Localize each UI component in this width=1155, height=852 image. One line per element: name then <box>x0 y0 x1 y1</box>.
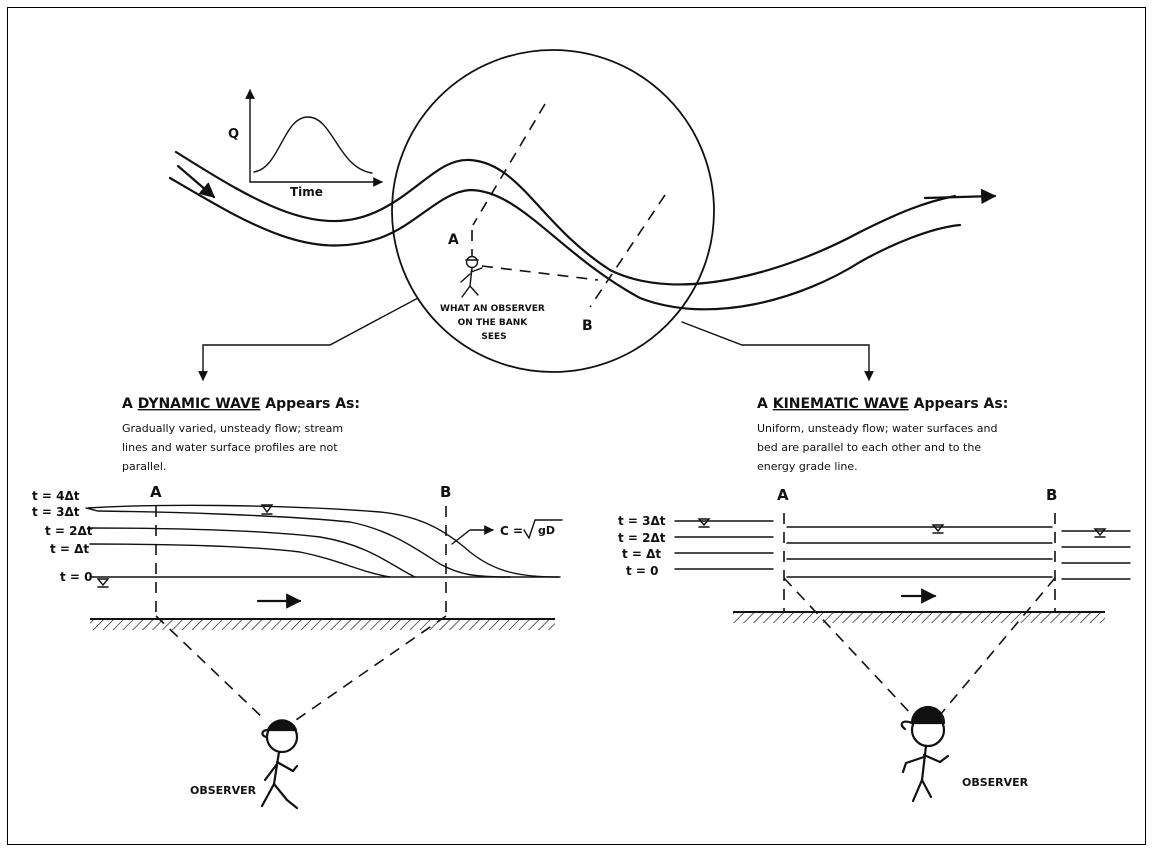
kinematic-time-label-1: t = Δt <box>622 547 661 561</box>
figure-frame <box>7 7 1146 845</box>
outflow-arrow <box>923 188 997 205</box>
kinematic-section-a-label: A <box>777 486 789 504</box>
inflow-arrow <box>176 164 216 199</box>
dynamic-section-a-label: A <box>150 483 162 501</box>
dynamic-sightline-b <box>295 615 447 721</box>
hydrograph-x-label: Time <box>290 185 323 199</box>
celerity-label: C = <box>500 524 523 538</box>
kinematic-description-line-1: Uniform, unsteady flow; water surfaces a… <box>757 422 997 435</box>
celerity-radical <box>523 519 563 540</box>
kinematic-observer-figure <box>900 705 950 803</box>
observer-caption-line-3: SEES <box>481 332 506 342</box>
leader-to-dynamic <box>198 297 419 381</box>
celerity-arrow <box>451 525 494 545</box>
dynamic-description-line-1: Gradually varied, unsteady flow; stream <box>122 422 343 435</box>
dynamic-observer-figure <box>260 719 299 810</box>
dynamic-description-line-2: lines and water surface profiles are not <box>122 441 338 454</box>
river-bank-south <box>168 176 962 311</box>
dynamic-title-key: DYNAMIC WAVE <box>138 396 261 412</box>
kinematic-observer-label: OBSERVER <box>962 776 1029 789</box>
dynamic-profile-1 <box>89 543 391 578</box>
dynamic-profile-4 <box>87 504 559 578</box>
dynamic-observer-label: OBSERVER <box>190 784 257 797</box>
observer-caption: WHAT AN OBSERVER ON THE BANK SEES <box>440 304 548 342</box>
dynamic-time-label-3: t = 3Δt <box>32 505 80 519</box>
river-channel <box>168 150 997 311</box>
dynamic-title-suffix: Appears As: <box>260 396 360 412</box>
kinematic-section-b-label: B <box>1046 486 1057 504</box>
kinematic-sightline-a <box>783 577 913 716</box>
kinematic-time-label-3: t = 3Δt <box>618 514 666 528</box>
kinematic-wave-panel: A KINEMATIC WAVE Appears As: Uniform, un… <box>618 396 1131 803</box>
kinematic-sightline-b <box>939 577 1056 716</box>
dynamic-section-b-label: B <box>440 483 451 501</box>
dynamic-profile-2 <box>87 527 416 578</box>
dynamic-title-prefix: A <box>122 396 138 412</box>
point-b-label: B <box>582 318 593 334</box>
section-line-b <box>589 194 666 308</box>
dynamic-time-label-0: t = 0 <box>60 570 93 584</box>
kinematic-title: A KINEMATIC WAVE Appears As: <box>757 396 1008 412</box>
small-observer-figure <box>460 255 483 298</box>
dynamic-sightline-a <box>155 615 266 721</box>
river-bank-north <box>174 150 957 286</box>
dynamic-description-line-3: parallel. <box>122 460 166 473</box>
kinematic-surfaces <box>674 520 1131 580</box>
kinematic-water-surface-symbols <box>697 518 1107 538</box>
section-line-a <box>472 103 546 226</box>
kinematic-description-line-3: energy grade line. <box>757 460 858 473</box>
observation-circle: A B WHAT AN OBSERVER ON THE BANK SEES <box>391 49 715 373</box>
celerity-radicand: gD <box>538 524 555 537</box>
dynamic-bed-hatch <box>90 620 555 630</box>
kinematic-time-label-2: t = 2Δt <box>618 531 666 545</box>
kinematic-bed-hatch <box>733 613 1105 623</box>
hydrograph: Q Time <box>228 89 383 199</box>
dynamic-description: Gradually varied, unsteady flow; stream … <box>122 422 347 473</box>
zoom-circle <box>391 49 715 373</box>
leader-to-kinematic <box>681 321 874 381</box>
dynamic-time-label-4: t = 4Δt <box>32 489 80 503</box>
point-a-label: A <box>448 232 459 248</box>
kinematic-description: Uniform, unsteady flow; water surfaces a… <box>757 422 1001 473</box>
dynamic-title: A DYNAMIC WAVE Appears As: <box>122 396 360 412</box>
kinematic-title-suffix: Appears As: <box>909 396 1009 412</box>
kinematic-description-line-2: bed are parallel to each other and to th… <box>757 441 981 454</box>
dynamic-time-label-2: t = 2Δt <box>45 524 93 538</box>
kinematic-title-prefix: A <box>757 396 773 412</box>
water-surface-symbol <box>96 504 274 588</box>
hydrograph-curve <box>253 116 373 174</box>
kinematic-time-label-0: t = 0 <box>626 564 659 578</box>
observer-caption-line-1: WHAT AN OBSERVER <box>440 304 545 314</box>
observer-caption-line-2: ON THE BANK <box>458 318 529 328</box>
dynamic-time-label-1: t = Δt <box>50 542 89 556</box>
dynamic-profile-3 <box>85 507 511 578</box>
dynamic-wave-panel: A DYNAMIC WAVE Appears As: Gradually var… <box>32 396 563 810</box>
kinematic-title-key: KINEMATIC WAVE <box>773 396 909 412</box>
sightline-to-b <box>481 265 599 281</box>
hydrograph-y-label: Q <box>228 127 239 142</box>
